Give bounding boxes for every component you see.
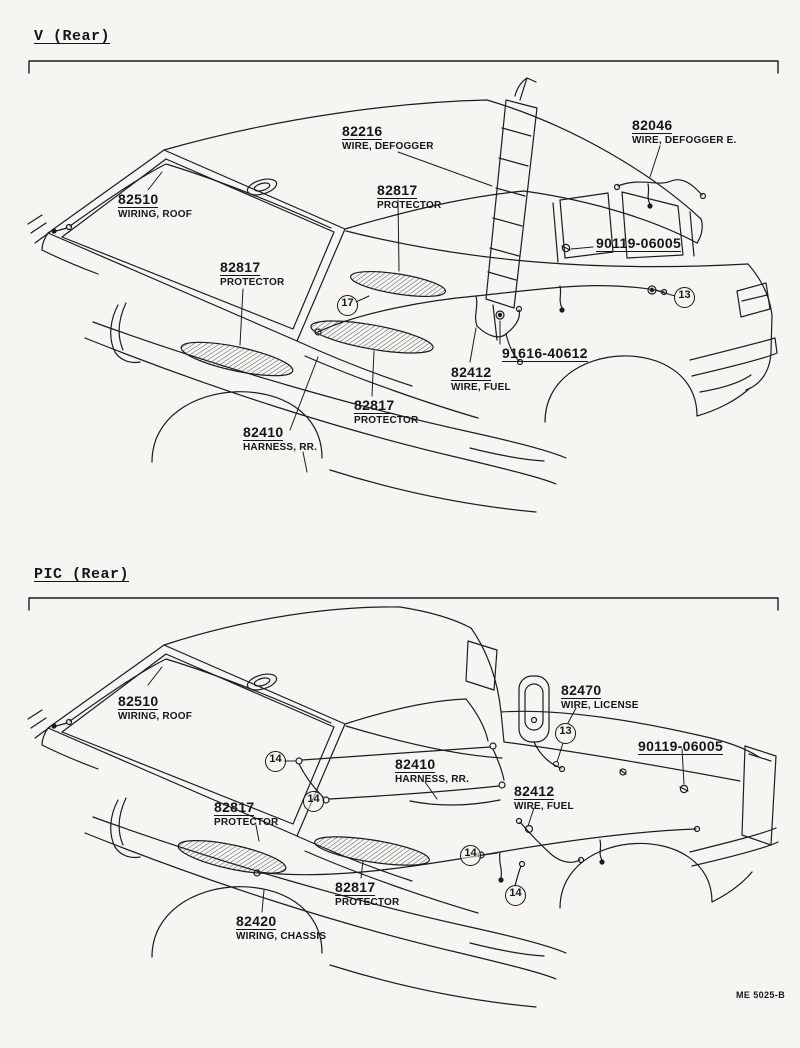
leader-lines-wagon — [147, 145, 676, 473]
defogger-glass-panel — [485, 77, 538, 309]
grommet-91616 — [495, 310, 505, 320]
chassis-wiring-82420 — [253, 825, 701, 883]
license-lamp-82470 — [518, 675, 566, 773]
section-title-pic-rear: PIC (Rear) — [34, 566, 130, 583]
section-bracket-lines — [28, 60, 779, 611]
doc-code: ME 5025-B — [736, 990, 786, 1000]
sill-protectors-82817-wagon — [180, 270, 447, 377]
screw-90119-wagon — [561, 243, 571, 253]
roof-wiring-82510-wagon — [51, 163, 332, 234]
fuel-wire-82412-pickup — [477, 817, 585, 887]
leader-lines-pickup — [147, 666, 685, 913]
roof-wiring-82510-pickup — [51, 658, 332, 729]
dome-light-pickup — [246, 673, 278, 691]
dome-light-wagon — [246, 178, 278, 196]
defogger-wire-82046 — [613, 179, 707, 209]
pickup-body-outline — [27, 606, 779, 1008]
fuel-wire-82412-wagon — [476, 305, 524, 366]
wagon-body-outline — [27, 99, 778, 513]
screws-90119-pickup — [619, 768, 689, 794]
sill-protectors-82817-pickup — [177, 836, 430, 874]
section-title-v-rear: V (Rear) — [34, 28, 111, 45]
harness-routing-pickup — [295, 742, 506, 806]
connector-callout-13-wagon — [647, 285, 657, 295]
